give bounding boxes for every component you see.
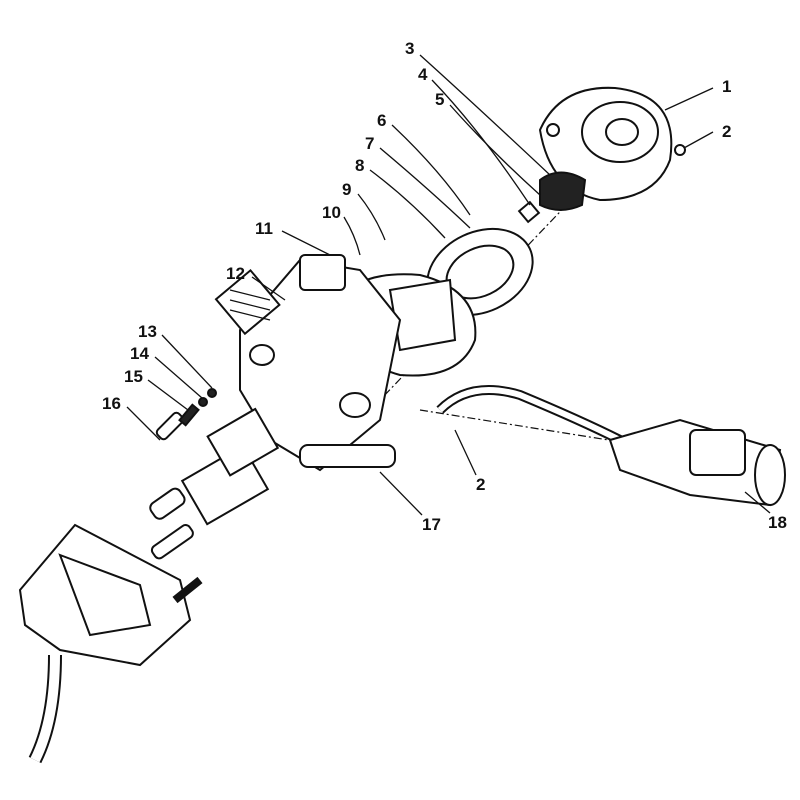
callout-7: 7: [365, 134, 374, 153]
callout-2-fuel: 2: [476, 475, 485, 494]
nut: [517, 200, 541, 224]
callout-1: 1: [722, 77, 731, 96]
callout-6: 6: [377, 111, 386, 130]
callout-17: 17: [422, 515, 441, 534]
air-filter-cover: [538, 86, 686, 202]
callout-10: 10: [322, 203, 341, 222]
callout-13: 13: [138, 322, 157, 341]
callout-11: 11: [255, 219, 273, 238]
assembly-axis-fuel: [419, 409, 641, 446]
fuel-pump: [608, 418, 786, 507]
filter-element: [539, 171, 587, 211]
callout-18: 18: [768, 513, 787, 532]
float-bowl-parts: [149, 388, 280, 560]
callout-14: 14: [130, 344, 149, 363]
callout-9: 9: [342, 180, 351, 199]
cylinder-head: [18, 523, 203, 764]
fuel-hose-inner: [437, 387, 622, 443]
callout-2: 2: [722, 122, 731, 141]
leader-lines: [126, 54, 771, 516]
carburetor-body: [214, 254, 477, 472]
callout-5: 5: [435, 90, 444, 109]
callout-8: 8: [355, 156, 364, 175]
callout-15: 15: [124, 367, 143, 386]
callout-16: 16: [102, 394, 121, 413]
callout-12: 12: [226, 264, 245, 283]
callout-4: 4: [418, 65, 428, 84]
callout-3: 3: [405, 39, 414, 58]
